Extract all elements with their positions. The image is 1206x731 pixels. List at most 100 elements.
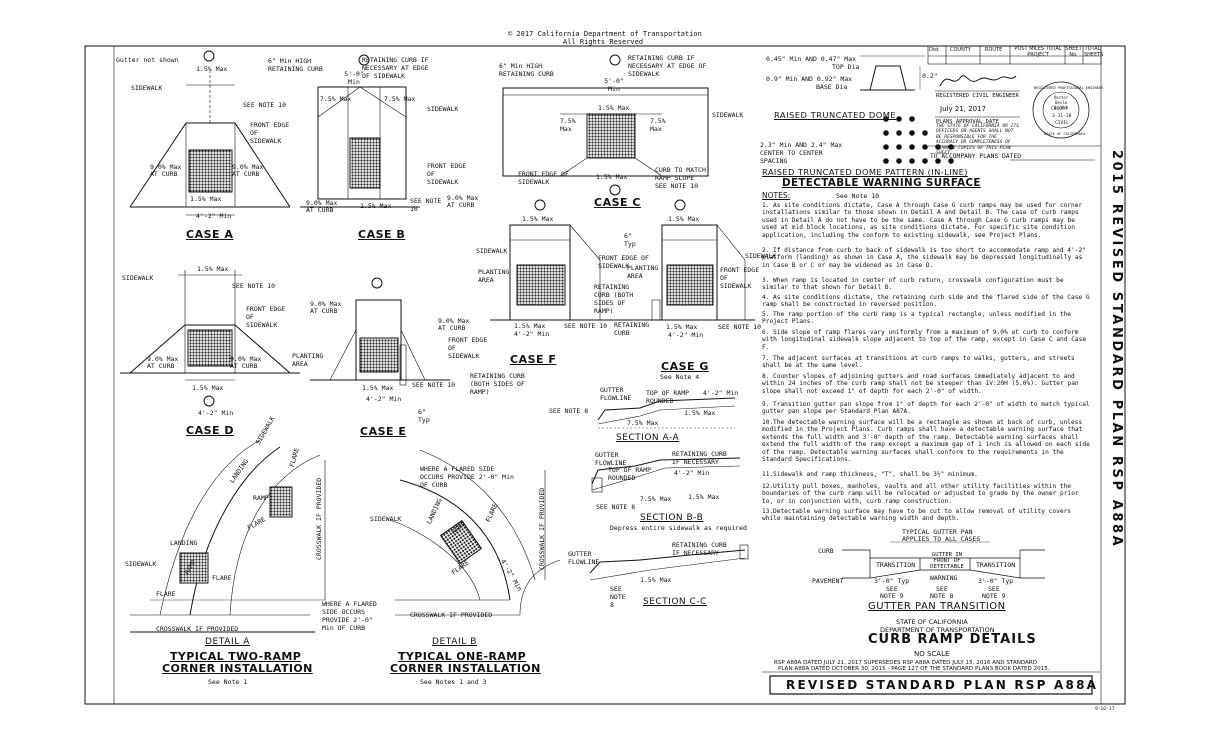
- case-c-max15-bottom: 1.5% Max: [596, 173, 628, 181]
- detail-b-label: DETAIL B: [432, 637, 478, 647]
- raised-dome-label: RAISED TRUNCATED DOME: [774, 110, 897, 120]
- detail-a-title-1: TYPICAL TWO-RAMP: [170, 650, 302, 663]
- case-c-title: CASE C: [594, 196, 641, 209]
- case-f-sidewalk: SIDEWALK: [476, 247, 508, 255]
- detail-a-label: DETAIL A: [205, 637, 251, 647]
- footer-revised: REVISED STANDARD PLAN RSP A88A: [786, 678, 1099, 692]
- stamp-civil: CIVIL: [1055, 121, 1069, 126]
- case-g-sidewalk: SIDEWALK: [745, 252, 777, 260]
- case-f-title: CASE F: [510, 353, 557, 366]
- case-d-max9-right: 9.0% Max: [230, 355, 262, 363]
- detail-b-drawing: [389, 449, 561, 616]
- detail-b-where-flared-top: WHERE A FLARED SIDE OCCURS PROVIDE 2'-0"…: [420, 465, 514, 489]
- case-d-front-edge: FRONT EDGE OF SIDEWALK: [246, 305, 286, 329]
- gp-pavement: PAVEMENT: [812, 577, 844, 585]
- tb-col-dist: Dist: [929, 47, 939, 53]
- case-b-max9-right: 9.0% Max: [447, 194, 479, 202]
- bb-top-ramp: TOP OF RAMP ROUNDED: [608, 466, 652, 482]
- case-g-front-edge: FRONT EDGE OF SIDEWALK: [720, 266, 760, 290]
- footer-state: STATE OF CALIFORNIA: [896, 618, 968, 626]
- notes-title: NOTES:: [762, 191, 791, 200]
- case-a-see-note10: SEE NOTE 10: [243, 101, 287, 109]
- dws-note: See Note 10: [836, 192, 880, 200]
- aa-min42: 4'-2" Min: [703, 389, 739, 397]
- dome-spacing-2: CENTER TO CENTER: [760, 149, 823, 157]
- truncated-dome-profile: [860, 55, 925, 91]
- section-bb-title: SECTION B-B: [640, 513, 704, 523]
- tb-col-county: COUNTY: [950, 47, 971, 53]
- note-9: 9.Transition gutter pan slope from 1" of…: [762, 401, 1090, 416]
- gp-typ-left: 3'-0" Typ: [874, 577, 910, 585]
- case-a-max15-top: 1.5% Max: [196, 65, 228, 73]
- case-f-max15: 1.5% Max: [522, 215, 554, 223]
- aa-gutter-flowline: GUTTER FLOWLINE: [600, 386, 632, 402]
- case-e-retaining: RETAINING CURB (BOTH SIDES OF RAMP): [470, 372, 525, 396]
- case-b-max75-left: 7.5% Max: [320, 95, 352, 103]
- case-e-max9-right: 9.0% Max: [438, 317, 470, 325]
- stamp-name: Vector Devla Gordon: [1053, 95, 1069, 110]
- case-e-atcurb-right: AT CURB: [438, 324, 466, 332]
- engineer-label: REGISTERED CIVIL ENGINEER: [936, 93, 1019, 99]
- stamp-outer-bottom: STATE OF CALIFORNIA: [1044, 132, 1086, 136]
- case-d-drawing: [120, 270, 300, 407]
- detail-b-crosswalk-vertical: CROSSWALK IF PROVIDED: [538, 487, 546, 570]
- section-bb-note: Depress entire sidewalk as required: [610, 524, 747, 532]
- detail-a-crosswalk: CROSSWALK IF PROVIDED: [156, 625, 239, 633]
- stamp-outer-top: REGISTERED PROFESSIONAL ENGINEER: [1034, 86, 1104, 90]
- case-g-max15: 1.5% Max: [668, 215, 700, 223]
- disclaimer: THE STATE OF CALIFORNIA OR ITS OFFICERS …: [936, 124, 1019, 157]
- dome-top-dia-label: TOP Dia: [832, 63, 860, 71]
- gp-typical-2: APPLIES TO ALL CASES: [902, 535, 981, 543]
- case-g-planting: PLANTING AREA: [627, 264, 659, 280]
- detail-b-where-flared-bottom: WHERE A FLARED SIDE OCCURS PROVIDE 2'-0"…: [322, 600, 377, 632]
- dome-top-dia: 0.45" Min AND 0.47" Max: [766, 55, 857, 63]
- detail-a-landing-bottom: LANDING: [170, 539, 198, 547]
- bb-max75: 7.5% Max: [640, 495, 672, 503]
- detail-a-note: See Note 1: [208, 678, 248, 686]
- case-a-atcurb-right: AT CURB: [232, 170, 260, 178]
- engineer-signature: [939, 75, 1017, 87]
- case-c-front-edge: FRONT EDGE OF SIDEWALK: [518, 170, 569, 186]
- aa-see-note8: SEE NOTE 8: [549, 407, 589, 415]
- note-1: 1.As site conditions dictate, Case A thr…: [762, 202, 1083, 239]
- copyright-line: © 2017 California Department of Transpor…: [508, 30, 702, 38]
- case-b-max75-right: 7.5% Max: [384, 95, 416, 103]
- case-f-retaining: RETAINING CURB (BOTH SIDES OF RAMP): [594, 283, 634, 315]
- case-a-max9-right: 9.0% Max: [232, 163, 264, 171]
- accompany-label: TO ACCOMPANY PLANS DATED: [930, 153, 1021, 160]
- detail-a-flare-bottom-left: FLARE: [156, 590, 176, 598]
- case-g-min42: 4'-2" Min: [668, 331, 704, 339]
- bb-max15: 1.5% Max: [688, 493, 720, 501]
- footer-dept: DEPARTMENT OF TRANSPORTATION: [880, 626, 995, 634]
- gp-note9-2: NOTE 9: [982, 592, 1006, 600]
- case-c-sidewalk: SIDEWALK: [712, 111, 744, 119]
- gp-transition-left: TRANSITION: [876, 561, 916, 569]
- case-a-title: CASE A: [186, 228, 234, 241]
- case-c-ret-curb: RETAINING CURB IF NECESSARY AT EDGE OF S…: [628, 54, 707, 78]
- revised-plan-box: [769, 675, 1093, 695]
- dome-base-dia-label: BASE Dia: [816, 83, 848, 91]
- case-a-sidewalk: SIDEWALK: [131, 84, 163, 92]
- stamp-no: C41957: [1051, 107, 1068, 112]
- cc-see-note8: SEE NOTE 8: [610, 585, 626, 609]
- case-b-sidewalk: SIDEWALK: [427, 105, 459, 113]
- stamp-exp: 3-31-18: [1052, 114, 1072, 119]
- case-c-max75-right: 7.5% Max: [650, 117, 666, 133]
- tb-col-total: TOTAL SHEETS: [1084, 46, 1104, 58]
- case-d-max9-left: 9.0% Max: [147, 355, 179, 363]
- detail-a-ramp-top: RAMP: [253, 494, 269, 502]
- note-7: 7.The adjacent surfaces at transitions a…: [762, 355, 1075, 370]
- case-g-retaining: RETAINING CURB: [614, 321, 650, 337]
- case-b-atcurb-right: AT CURB: [447, 201, 475, 209]
- case-d-see-note10: SEE NOTE 10: [232, 282, 276, 290]
- tb-col-sheet: SHEET No.: [1065, 46, 1082, 58]
- case-g-title: CASE G: [661, 360, 709, 373]
- note-2: 2.If distance from curb to back of sidew…: [762, 247, 1086, 269]
- detail-b-note: See Notes 1 and 3: [420, 678, 487, 686]
- section-cc-title: SECTION C-C: [643, 597, 707, 607]
- note-3: 3.When ramp is located in center of curb…: [762, 277, 1064, 292]
- case-c-curb-match: CURB TO MATCH RAMP SLOPE: [655, 166, 706, 182]
- case-c-min6-high: 6" Min HIGH RETAINING CURB: [499, 62, 554, 78]
- gutter-not-shown: Gutter not shown: [116, 56, 179, 64]
- dws-title: DETECTABLE WARNING SURFACE: [782, 177, 981, 189]
